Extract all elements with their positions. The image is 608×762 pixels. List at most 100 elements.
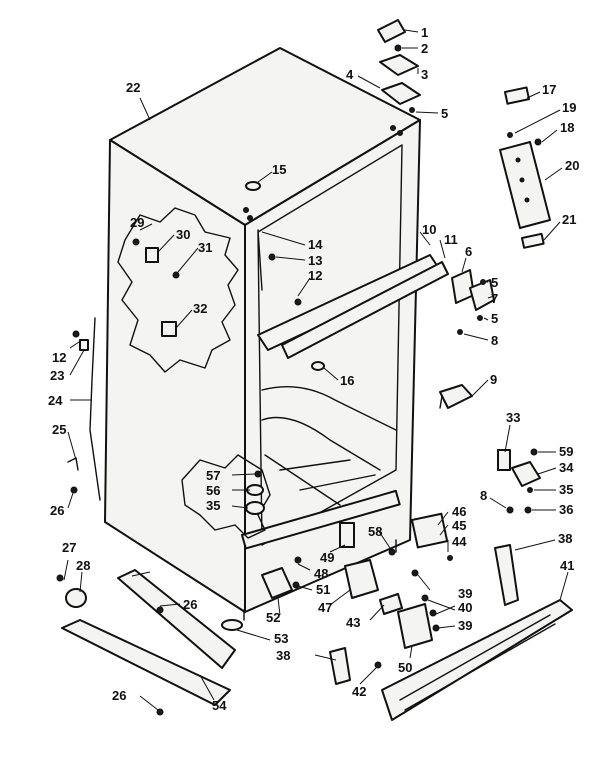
label-11: 11: [444, 232, 458, 247]
plug-15: [245, 181, 261, 191]
screw-58: [388, 548, 396, 556]
label-53: 53: [274, 631, 288, 646]
label-6: 6: [465, 244, 472, 259]
label-17: 17: [542, 82, 556, 97]
label-45: 45: [452, 518, 466, 533]
label-29: 29: [130, 215, 144, 230]
label-43: 43: [346, 615, 360, 630]
label-36: 36: [559, 502, 573, 517]
screw-12b: [72, 330, 80, 338]
screw-51: [292, 581, 300, 589]
hinge-shim-4: [381, 82, 421, 105]
liner-floor-contour: [261, 385, 397, 431]
screw-37: [411, 569, 419, 577]
label-32: 32: [193, 301, 207, 316]
top-hinge-3: [379, 54, 419, 76]
hinge-cover-1: [377, 19, 406, 43]
label-42: 42: [352, 684, 366, 699]
label-3: 3: [421, 67, 428, 82]
label-38-right: 38: [558, 531, 572, 546]
rail-left-lower: [117, 569, 236, 669]
screw-40: [429, 609, 437, 617]
hinge-screw-2: [394, 44, 402, 52]
label-48: 48: [314, 566, 328, 581]
label-51: 51: [316, 582, 330, 597]
label-57: 57: [206, 468, 220, 483]
part-18: [534, 138, 542, 146]
screw-44: [447, 555, 453, 561]
label-23: 23: [50, 368, 64, 383]
bracket-50: [397, 603, 433, 649]
door-stop-20: [499, 141, 551, 229]
part-19: [507, 132, 513, 138]
cabinet: [104, 47, 421, 621]
label-33: 33: [506, 410, 520, 425]
side-cutaway-detail: [117, 207, 239, 373]
label-5-low: 5: [491, 311, 498, 326]
screw-48: [294, 556, 302, 564]
bracket-38b: [329, 647, 351, 685]
tube-24: [89, 317, 101, 501]
label-5-top: 5: [441, 106, 448, 121]
roller-28: [65, 588, 87, 608]
label-54: 54: [212, 698, 227, 713]
label-46: 46: [452, 504, 466, 519]
top-hinge-parts: [377, 19, 421, 113]
label-39-upper: 39: [458, 586, 472, 601]
label-59: 59: [559, 444, 573, 459]
label-20: 20: [565, 158, 579, 173]
label-2: 2: [421, 41, 428, 56]
bracket-38a: [494, 544, 519, 606]
label-40: 40: [458, 600, 472, 615]
label-19: 19: [562, 100, 576, 115]
bushing-5c: [477, 315, 483, 321]
label-35-left: 35: [206, 498, 220, 513]
bushing-5b: [480, 279, 486, 285]
clip-32: [161, 321, 177, 337]
label-12-left: 12: [52, 350, 66, 365]
label-14: 14: [308, 237, 323, 252]
clamp-25: [67, 457, 79, 471]
label-58: 58: [368, 524, 382, 539]
label-56: 56: [206, 483, 220, 498]
label-16: 16: [340, 373, 354, 388]
cabinet-liner: [257, 144, 403, 546]
label-47: 47: [318, 600, 332, 615]
bottom-hinge-parts: [497, 448, 541, 514]
label-13: 13: [308, 253, 322, 268]
label-34: 34: [559, 460, 574, 475]
screw-8: [457, 329, 463, 335]
part-number-labels: 1 2 3 4 5 22 17 19 18 20 21 15 14 13 12 …: [48, 25, 579, 713]
label-25: 25: [52, 422, 66, 437]
screw-26c: [156, 708, 164, 716]
label-27: 27: [62, 540, 76, 555]
screw-26b: [156, 606, 164, 614]
bracket-33: [497, 449, 511, 471]
bracket-49: [339, 522, 355, 548]
washer-59: [530, 448, 538, 456]
bushing-35: [527, 487, 533, 493]
grommet-35: [245, 501, 265, 515]
label-12: 12: [308, 268, 322, 283]
leveler-53: [221, 619, 243, 631]
clip-23: [79, 339, 89, 351]
label-22: 22: [126, 80, 140, 95]
screw-27: [56, 574, 64, 582]
door-parts-17-21: [499, 86, 551, 249]
label-28: 28: [76, 558, 90, 573]
label-38-left: 38: [276, 648, 290, 663]
label-8-lower: 8: [480, 488, 487, 503]
label-41: 41: [560, 558, 574, 573]
label-15: 15: [272, 162, 286, 177]
screw-12: [294, 298, 302, 306]
bottom-rail: [240, 489, 401, 550]
label-44: 44: [452, 534, 467, 549]
cabinet-front-opening: [244, 119, 421, 613]
label-31: 31: [198, 240, 212, 255]
label-10: 10: [422, 222, 436, 237]
wire-14: [257, 229, 263, 291]
center-hinge-6: [451, 269, 475, 304]
label-7: 7: [491, 291, 498, 306]
label-26-mid: 26: [183, 597, 197, 612]
